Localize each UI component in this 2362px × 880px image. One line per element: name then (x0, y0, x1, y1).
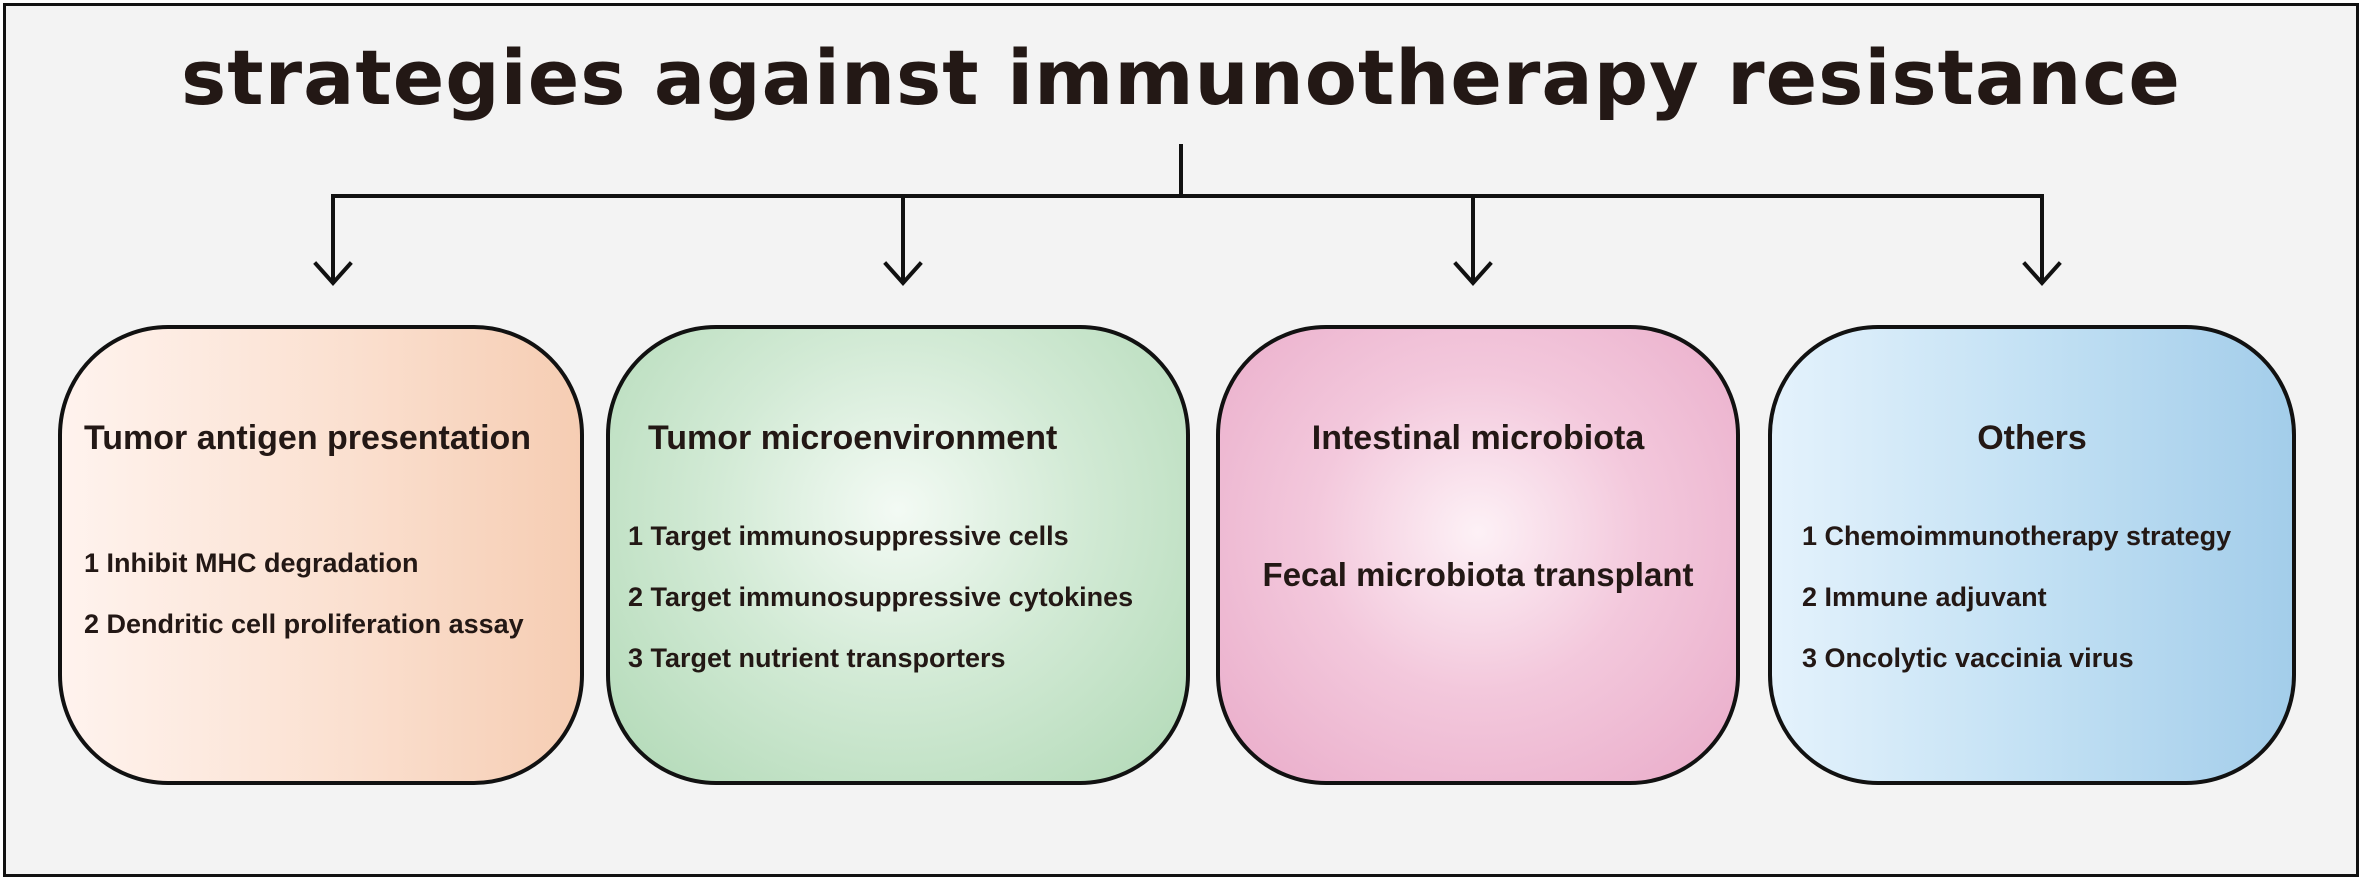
list-item: 1 Inhibit MHC degradation (84, 548, 419, 578)
category-title: Intestinal microbiota (1311, 419, 1645, 457)
list-item: 2 Target immunosuppressive cytokines (628, 582, 1134, 612)
arrow-1-head (313, 261, 353, 286)
list-item: Fecal microbiota transplant (1262, 556, 1694, 593)
arrow-2-head (883, 261, 923, 286)
category-box-tumor-antigen-presentation: Tumor antigen presentation 1 Inhibit MHC… (58, 325, 584, 785)
list-item: 3 Oncolytic vaccinia virus (1802, 643, 2134, 673)
category-title: Tumor antigen presentation (84, 419, 532, 457)
list-item: 2 Dendritic cell proliferation assay (84, 609, 524, 639)
list-item: 3 Target nutrient transporters (628, 643, 1006, 673)
category-box-others: Others 1 Chemoimmunotherapy strategy 2 I… (1768, 325, 2296, 785)
category-box-tumor-microenvironment: Tumor microenvironment 1 Target immunosu… (606, 325, 1190, 785)
category-title: Tumor microenvironment (648, 419, 1058, 457)
list-item: 1 Target immunosuppressive cells (628, 521, 1069, 551)
category-items: 1 Inhibit MHC degradation 2 Dendritic ce… (62, 543, 580, 665)
list-item: 2 Immune adjuvant (1802, 582, 2047, 612)
arrow-4-head (2022, 261, 2062, 286)
category-box-intestinal-microbiota: Intestinal microbiota Fecal microbiota t… (1216, 325, 1740, 785)
diagram-title: strategies against immunotherapy resista… (181, 33, 2181, 122)
list-item: 1 Chemoimmunotherapy strategy (1802, 521, 2232, 551)
category-title: Others (1977, 419, 2087, 457)
category-items: 1 Chemoimmunotherapy strategy 2 Immune a… (1772, 516, 2292, 699)
arrow-3-head (1453, 261, 1493, 286)
category-items: Fecal microbiota transplant (1220, 555, 1736, 616)
category-items: 1 Target immunosuppressive cells 2 Targe… (610, 516, 1186, 699)
